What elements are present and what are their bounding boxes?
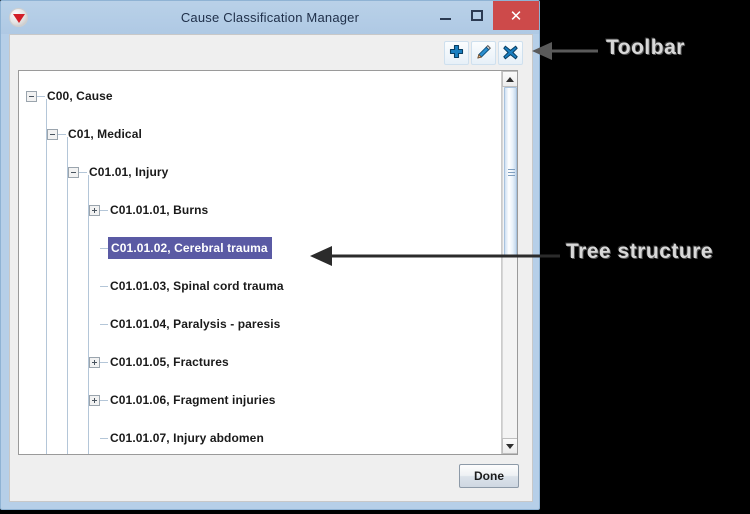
- expand-toggle-icon[interactable]: [89, 204, 100, 216]
- tree-node-label: C00, Cause: [47, 89, 113, 103]
- tree-elbow: [100, 323, 108, 325]
- tree-elbow: [79, 171, 87, 173]
- tree-node-label: C01, Medical: [68, 127, 142, 141]
- tree-connector-line: [88, 175, 89, 454]
- tree-node[interactable]: C01.01.04, Paralysis - paresis: [89, 309, 283, 339]
- tree-node-label: C01.01.07, Injury abdomen: [110, 431, 264, 445]
- collapse-toggle-icon[interactable]: [47, 128, 58, 140]
- tree-elbow: [100, 437, 108, 439]
- tree-node[interactable]: C01.01, Injury: [68, 157, 171, 187]
- tree-node-stub: [89, 319, 100, 330]
- scrollbar-track[interactable]: [502, 87, 517, 438]
- tree-content: C00, Cause C01, Medical C01.01, Injury C…: [19, 71, 502, 454]
- collapse-toggle-icon[interactable]: [26, 90, 37, 102]
- tree-elbow: [100, 247, 108, 249]
- tree-elbow: [58, 133, 66, 135]
- expand-toggle-icon[interactable]: [89, 356, 100, 368]
- triangle-down-icon: [506, 443, 514, 449]
- tree-node-stub: [89, 281, 100, 292]
- scroll-up-button[interactable]: [502, 71, 517, 87]
- tree-node[interactable]: C00, Cause: [26, 81, 116, 111]
- footer-bar: Done: [10, 455, 532, 501]
- tree-elbow: [100, 399, 108, 401]
- tree-node-label: C01.01.05, Fractures: [110, 355, 229, 369]
- tree-elbow: [37, 95, 45, 97]
- window-title: Cause Classification Manager: [180, 10, 360, 25]
- tree-node[interactable]: C01.01.06, Fragment injuries: [89, 385, 279, 415]
- tree-node[interactable]: C01.01.03, Spinal cord trauma: [89, 271, 287, 301]
- client-area: C00, Cause C01, Medical C01.01, Injury C…: [9, 34, 533, 502]
- minimize-icon: [439, 17, 451, 20]
- tree-node-label: C01.01, Injury: [89, 165, 169, 179]
- tree-node-selected[interactable]: C01.01.02, Cerebral trauma: [89, 233, 272, 263]
- tree-node[interactable]: C01.01.05, Fractures: [89, 347, 232, 377]
- vertical-scrollbar[interactable]: [501, 71, 517, 454]
- asterisk-x-icon: [502, 44, 519, 61]
- pencil-icon: [475, 44, 492, 61]
- minimize-button[interactable]: [429, 1, 461, 30]
- tree-node-label: C01.01.06, Fragment injuries: [110, 393, 276, 407]
- tree-node-label: C01.01.03, Spinal cord trauma: [110, 279, 284, 293]
- app-triangle-icon: [9, 8, 28, 27]
- close-button[interactable]: ✕: [493, 1, 539, 30]
- tree-node-stub: [89, 243, 100, 254]
- tree-elbow: [100, 285, 108, 287]
- annotation-tree: Tree structure: [566, 240, 714, 263]
- annotation-toolbar: Toolbar: [606, 36, 685, 59]
- grip-icon: [508, 169, 515, 176]
- tree-node-label: C01.01.02, Cerebral trauma: [108, 237, 272, 259]
- maximize-button[interactable]: [461, 1, 493, 30]
- delete-button[interactable]: [498, 40, 523, 65]
- tree-connector-line: [67, 137, 68, 454]
- add-button[interactable]: [444, 40, 469, 65]
- maximize-icon: [471, 10, 483, 21]
- scroll-down-button[interactable]: [502, 438, 517, 454]
- title-bar[interactable]: Cause Classification Manager ✕: [1, 1, 539, 34]
- tree-connector-line: [46, 99, 47, 454]
- window-controls: ✕: [429, 1, 539, 30]
- tree-node[interactable]: C01.01.01, Burns: [89, 195, 211, 225]
- tree-node-label: C01.01.01, Burns: [110, 203, 209, 217]
- scrollbar-thumb[interactable]: [504, 87, 517, 257]
- edit-button[interactable]: [471, 40, 496, 65]
- triangle-up-icon: [506, 76, 514, 82]
- done-button[interactable]: Done: [459, 464, 519, 488]
- tree-elbow: [100, 361, 108, 363]
- collapse-toggle-icon[interactable]: [68, 166, 79, 178]
- tree-node-label: C01.01.04, Paralysis - paresis: [110, 317, 281, 331]
- plus-icon: [448, 44, 465, 61]
- tree-node[interactable]: C01, Medical: [47, 119, 145, 149]
- tree-node-stub: [89, 433, 100, 444]
- tree-node[interactable]: C01.01.07, Injury abdomen: [89, 423, 267, 453]
- tree-panel[interactable]: C00, Cause C01, Medical C01.01, Injury C…: [18, 70, 518, 455]
- expand-toggle-icon[interactable]: [89, 394, 100, 406]
- toolbar: [10, 35, 532, 70]
- tree-elbow: [100, 209, 108, 211]
- application-window: Cause Classification Manager ✕: [0, 0, 540, 510]
